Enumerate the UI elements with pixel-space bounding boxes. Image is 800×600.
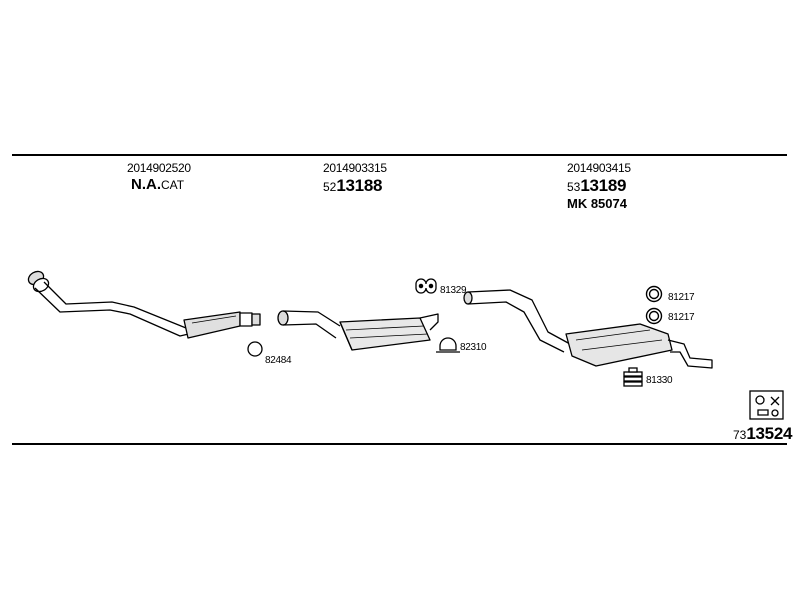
part-number-col2: 5213188 [323,177,382,195]
hanger-81329-icon [415,278,437,294]
kit-main: 13524 [746,424,793,443]
clamp-82310-icon [436,337,460,353]
part-prefix-col2: 52 [323,180,337,194]
part-prefix-col3: 53 [567,180,581,194]
ref-number-col1: 2014902520 [127,161,191,175]
fitting-kit-icon [749,390,784,420]
ref-number-col3: 2014903415 [567,161,631,175]
kit-number: 7313524 [733,425,792,443]
kit-prefix: 73 [733,428,747,442]
part-main-col2: 13188 [336,176,383,195]
part-code-82310: 82310 [460,342,487,353]
part-code-81330: 81330 [646,375,673,386]
catalyst-weak: CAT [161,178,185,192]
front-pipe-catalyst [27,270,261,339]
part-number-col3: 5313189 [567,177,626,195]
clamp-82484-icon [247,341,263,357]
top-rule [12,154,787,156]
mounting-kit-number: MK 85074 [567,196,627,211]
ring-81217-b-icon [645,307,663,325]
ring-81217-a-icon [645,285,663,303]
middle-silencer [277,310,439,351]
bottom-rule [12,443,787,445]
catalyst-strong: N.A. [131,176,161,193]
part-code-81217-b: 81217 [668,312,695,323]
ref-number-col2: 2014903315 [323,161,387,175]
catalyst-label: N.A.CAT [131,177,184,193]
mount-81330-icon [623,367,643,387]
part-code-82484: 82484 [265,355,292,366]
rear-silencer [463,289,713,369]
part-code-81329: 81329 [440,285,467,296]
part-code-81217-a: 81217 [668,292,695,303]
part-main-col3: 13189 [580,176,627,195]
